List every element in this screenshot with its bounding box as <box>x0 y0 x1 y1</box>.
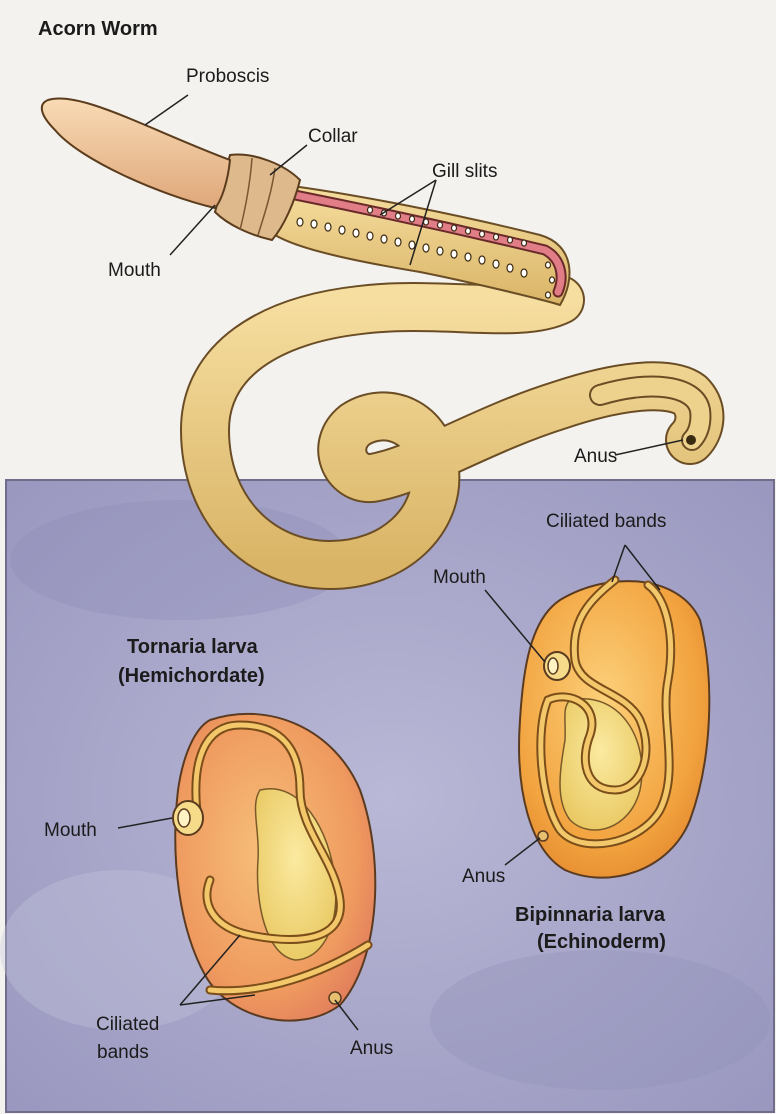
label-tornaria-ciliated-line1: Ciliated <box>96 1014 159 1035</box>
bipinnaria-larva <box>519 580 709 878</box>
label-bipinnaria-mouth: Mouth <box>433 567 486 588</box>
label-worm-mouth: Mouth <box>108 260 161 281</box>
title-tornaria-line1: Tornaria larva <box>127 636 259 658</box>
label-bipinnaria-anus: Anus <box>462 866 505 887</box>
label-tornaria-mouth: Mouth <box>44 820 97 841</box>
label-worm-anus: Anus <box>574 446 617 467</box>
title-bipinnaria-line2: (Echinoderm) <box>537 931 666 953</box>
label-collar: Collar <box>308 126 358 147</box>
worm-proboscis <box>42 98 230 208</box>
label-tornaria-ciliated-line2: bands <box>97 1042 149 1063</box>
label-proboscis: Proboscis <box>186 66 269 87</box>
bipinnaria-anus <box>538 831 548 841</box>
label-tornaria-anus: Anus <box>350 1038 393 1059</box>
title-tornaria-line2: (Hemichordate) <box>118 665 265 687</box>
title-acorn-worm: Acorn Worm <box>38 18 158 40</box>
label-bipinnaria-ciliated-bands: Ciliated bands <box>546 511 666 532</box>
tornaria-anus <box>329 992 341 1004</box>
title-bipinnaria-line1: Bipinnaria larva <box>515 904 666 926</box>
label-gill-slits: Gill slits <box>432 161 497 182</box>
